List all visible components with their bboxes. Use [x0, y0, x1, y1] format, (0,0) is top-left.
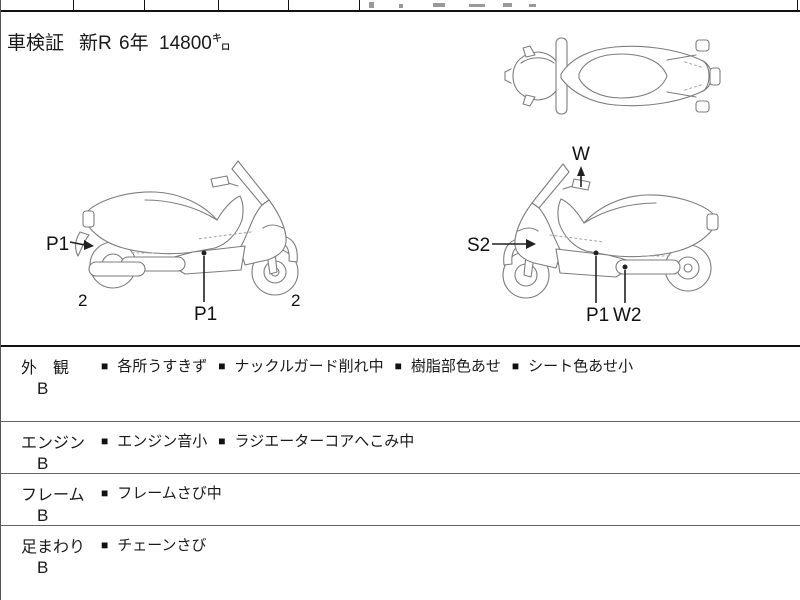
- section-items: ■ 各所うすきず ■ ナックルガード削れ中 ■ 樹脂部色あせ ■ シート色あせ小: [101, 355, 633, 376]
- defect-item: ■ シート色あせ小: [512, 355, 633, 376]
- section-items: ■ エンジン音小 ■ ラジエーターコアへこみ中: [101, 430, 414, 451]
- scooter-right-side-drawing: W S2 P1 W2: [467, 144, 719, 326]
- cropped-text-fragment: [469, 4, 485, 7]
- defect-text: ナックルガード削れ中: [234, 358, 384, 375]
- section-engine: エンジン B ■ エンジン音小 ■ ラジエーターコアへこみ中: [1, 421, 800, 473]
- section-items: ■ フレームさび中: [101, 482, 222, 503]
- section-grade: B: [37, 379, 49, 398]
- square-bullet-icon: ■: [394, 358, 402, 373]
- square-bullet-icon: ■: [511, 358, 520, 373]
- s2-label: S2: [467, 235, 490, 256]
- cropped-text-fragment: [503, 3, 512, 7]
- defect-item: ■ ラジエーターコアへこみ中: [218, 430, 414, 451]
- w2-floor-marker: [622, 264, 628, 303]
- defect-text: フレームさび中: [117, 485, 222, 502]
- doc-type-label: 車検証: [7, 33, 65, 54]
- section-frame: フレーム B ■ フレームさび中: [1, 473, 800, 525]
- two-left-label: 2: [78, 291, 87, 310]
- condition-sections: 外 観 B ■ 各所うすきず ■ ナックルガード削れ中 ■ 樹脂部色あせ ■ シート色あ…: [1, 345, 800, 600]
- square-bullet-icon: ■: [218, 358, 226, 373]
- table-divider: [73, 0, 74, 10]
- two-right-label: 2: [291, 291, 300, 310]
- defect-item: ■ チェーンさび: [101, 534, 207, 555]
- table-divider: [288, 0, 289, 10]
- p1-floor-marker: [201, 250, 207, 302]
- section-name: 外 観: [21, 360, 70, 377]
- table-divider: [144, 0, 145, 10]
- square-bullet-icon: ■: [101, 358, 109, 373]
- w-mirror-marker: [577, 166, 585, 187]
- cropped-text-fragment: [399, 4, 403, 8]
- w-label: W: [572, 144, 590, 165]
- cropped-text-fragment: [433, 3, 445, 7]
- scooter-left-side-drawing: P1 2 P1 2: [46, 160, 300, 325]
- defect-item: ■ エンジン音小: [101, 430, 207, 451]
- square-bullet-icon: ■: [101, 485, 109, 500]
- section-name: 足まわり: [21, 539, 86, 556]
- section-grade: B: [37, 558, 49, 577]
- defect-text: チェーンさび: [117, 537, 207, 554]
- defect-text: エンジン音小: [117, 433, 208, 450]
- muffler: [88, 261, 146, 277]
- s2-fork-marker: [492, 239, 536, 249]
- defect-item: ■ フレームさび中: [101, 482, 222, 503]
- defect-item: ■ 各所うすきず: [101, 355, 207, 376]
- mileage-value: 14800㌔: [159, 33, 231, 54]
- section-name: フレーム: [21, 487, 85, 504]
- defect-text: 樹脂部色あせ: [410, 358, 501, 375]
- section-grade: B: [37, 506, 49, 525]
- section-exterior: 外 観 B ■ 各所うすきず ■ ナックルガード削れ中 ■ 樹脂部色あせ ■ シート色あ…: [1, 347, 800, 421]
- table-divider: [359, 0, 360, 10]
- section-undercarriage: 足まわり B ■ チェーンさび: [1, 525, 800, 600]
- defect-text: ラジエーターコアへこみ中: [234, 433, 415, 450]
- table-divider: [218, 0, 219, 10]
- scooter-top-view-drawing: [504, 37, 721, 115]
- cropped-table-row: [1, 0, 800, 12]
- registration-era: 新R: [79, 33, 112, 54]
- cropped-text-fragment: [369, 2, 374, 8]
- defect-text: シート色あせ小: [528, 358, 634, 375]
- cropped-text-fragment: [529, 4, 536, 7]
- defect-item: ■ ナックルガード削れ中: [218, 355, 383, 376]
- square-bullet-icon: ■: [101, 433, 109, 448]
- p1-body-marker: [593, 250, 599, 303]
- square-bullet-icon: ■: [101, 537, 109, 552]
- p1-body-label: P1: [586, 305, 609, 326]
- table-divider: [797, 0, 798, 10]
- section-items: ■ チェーンさび: [101, 534, 207, 555]
- section-grade: B: [37, 454, 49, 473]
- registration-year: 6年: [119, 33, 149, 54]
- w2-floor-label: W2: [613, 305, 642, 326]
- p1-rear-label: P1: [46, 234, 69, 255]
- p1-floor-label: P1: [194, 304, 217, 325]
- defect-item: ■ 樹脂部色あせ: [395, 355, 501, 376]
- defect-text: 各所うすきず: [117, 358, 208, 375]
- p1-rear-fender-marker: [69, 240, 94, 250]
- registration-line: 車検証 新R 6年 14800㌔: [1, 28, 800, 54]
- square-bullet-icon: ■: [218, 433, 226, 448]
- section-name: エンジン: [21, 435, 86, 452]
